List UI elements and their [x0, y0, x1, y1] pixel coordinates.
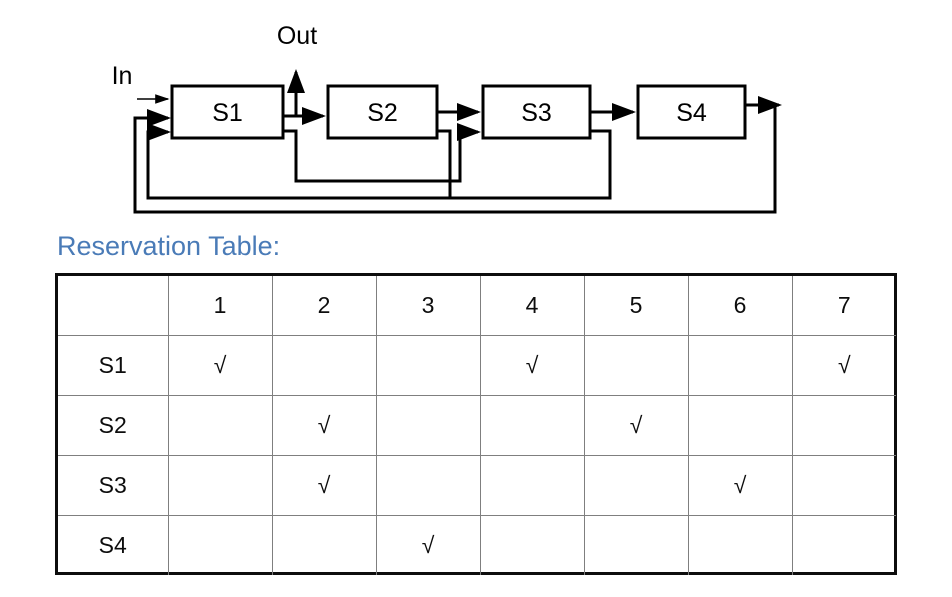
cell-s3-5	[583, 455, 689, 516]
column-header-cycle-4: 4	[479, 276, 585, 336]
cell-s3-2: √	[271, 455, 377, 516]
row-header-s3: S3	[58, 455, 169, 516]
cell-s4-6	[687, 515, 793, 575]
cell-s3-1	[167, 455, 273, 516]
input-label: In	[112, 62, 133, 90]
pipeline-diagram: S1 S2 S3 S4 In Out	[0, 0, 952, 228]
table-corner-cell	[58, 276, 169, 336]
stage-label-s2: S2	[367, 99, 398, 127]
stage-box-s1: S1	[170, 84, 285, 140]
cell-s3-3	[375, 455, 481, 516]
cell-s1-4: √	[479, 335, 585, 396]
cell-s2-3	[375, 395, 481, 456]
cell-s4-1	[167, 515, 273, 575]
stage-box-s2: S2	[326, 84, 439, 140]
stage-box-s3: S3	[481, 84, 592, 140]
column-header-cycle-7: 7	[791, 276, 896, 336]
cell-s2-4	[479, 395, 585, 456]
column-header-cycle-6: 6	[687, 276, 793, 336]
cell-s4-4	[479, 515, 585, 575]
cell-s2-5: √	[583, 395, 689, 456]
table-row: S1√√√	[58, 335, 896, 396]
column-header-cycle-1: 1	[167, 276, 273, 336]
row-header-s2: S2	[58, 395, 169, 456]
row-header-s1: S1	[58, 335, 169, 396]
feedback-s3-to-s1	[148, 129, 612, 200]
cell-s2-6	[687, 395, 793, 456]
table-row: S3 √ √	[58, 455, 896, 516]
feedback-s4-to-s1	[133, 96, 782, 214]
cell-s3-7	[791, 455, 896, 516]
cell-s4-2	[271, 515, 377, 575]
row-header-s4: S4	[58, 515, 169, 575]
cell-s4-3: √	[375, 515, 481, 575]
table-row: S2 √ √	[58, 395, 896, 456]
stage-box-s4: S4	[636, 84, 747, 140]
cell-s3-6: √	[687, 455, 793, 516]
stage-label-s3: S3	[521, 99, 552, 127]
column-header-cycle-5: 5	[583, 276, 689, 336]
output-label: Out	[277, 22, 317, 50]
pipeline-svg: S1 S2 S3 S4 In Out	[112, 22, 782, 214]
cell-s1-5	[583, 335, 689, 396]
cell-s2-2: √	[271, 395, 377, 456]
page-title: Reservation Table:	[57, 231, 281, 261]
table-row: S4 √	[58, 515, 896, 575]
output-arrow	[283, 69, 305, 118]
feedback-s1-to-s3	[283, 123, 481, 183]
cell-s1-7: √	[791, 335, 896, 396]
stage-label-s1: S1	[212, 99, 243, 127]
cell-s4-5	[583, 515, 689, 575]
feedback-s2-to-s1	[146, 123, 452, 200]
cell-s1-1: √	[167, 335, 273, 396]
cell-s2-7	[791, 395, 896, 456]
stage-label-s4: S4	[676, 99, 707, 127]
cell-s1-6	[687, 335, 793, 396]
column-header-cycle-2: 2	[271, 276, 377, 336]
cell-s3-4	[479, 455, 585, 516]
cell-s2-1	[167, 395, 273, 456]
cell-s1-3	[375, 335, 481, 396]
column-header-cycle-3: 3	[375, 276, 481, 336]
cell-s1-2	[271, 335, 377, 396]
cell-s4-7	[791, 515, 896, 575]
